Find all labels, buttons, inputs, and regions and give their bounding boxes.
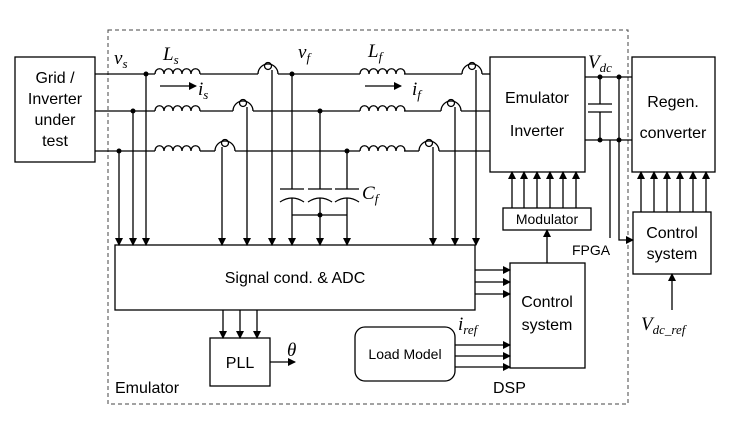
vs-sensing [115,71,150,246]
emulator-inverter-line1: Emulator [505,90,570,107]
emulator-inverter-block: Emulator Inverter [489,56,586,173]
grid-label-line4: test [42,133,68,150]
if-label: if [412,79,423,102]
vs-label: vs [114,48,128,71]
load-to-control [455,341,511,371]
dsp-region-label: DSP [493,380,526,397]
grid-label-line3: under [35,112,77,129]
modulator-label: Modulator [516,211,579,227]
vdc-label: Vdc [588,52,612,75]
signal-cond-label: Signal cond. & ADC [225,270,366,287]
emulator-inverter-line2: Inverter [510,123,565,140]
adc-to-pll [219,310,261,339]
control-inner-line2: system [522,317,573,334]
signal-cond-adc-block: Signal cond. & ADC [114,244,476,311]
control-inner-line1: Control [521,294,573,311]
control-system-dsp-block: Control system [509,262,586,369]
control-outer-line1: Control [646,225,698,242]
control-system-regen-block: Control system [632,211,712,275]
load-model-block: Load Model [354,326,456,382]
pll-label: PLL [226,355,255,372]
vdcref-label: Vdc_ref [641,314,688,337]
regen-line2: converter [640,125,707,142]
modulator-to-inverter [508,171,580,208]
grid-inverter-block: Grid / Inverter under test [14,56,96,163]
modulator-block: Modulator [502,207,592,231]
emulator-region-label: Emulator [115,380,180,397]
ls-label: Ls [162,44,179,67]
current-sensors [214,61,483,152]
dc-link [585,74,634,244]
regen-converter-block: Regen. converter [631,56,716,173]
adc-to-control [475,266,511,298]
grid-label-line1: Grid / [35,70,75,87]
emulator-boundary [107,29,629,405]
is-label: is [198,79,208,102]
regen-line1: Regen. [647,94,699,111]
lf-label: Lf [367,41,385,64]
regen-control-to-converter [637,171,710,212]
vf-label: vf [298,42,312,65]
inductor-ls [154,68,201,152]
grid-label-line2: Inverter [28,91,83,108]
pll-block: PLL [209,337,271,387]
if-sensing [429,70,480,246]
iref-label: iref [458,314,480,337]
theta-label: θ [287,340,296,361]
control-outer-line2: system [647,246,698,263]
capacitor-cf [279,71,360,218]
fpga-region-label: FPGA [572,242,611,258]
cf-label: Cf [362,183,381,206]
load-model-label: Load Model [368,346,441,362]
is-sensing [218,70,276,246]
inductor-lf [359,68,406,152]
vf-sensing [288,215,351,246]
